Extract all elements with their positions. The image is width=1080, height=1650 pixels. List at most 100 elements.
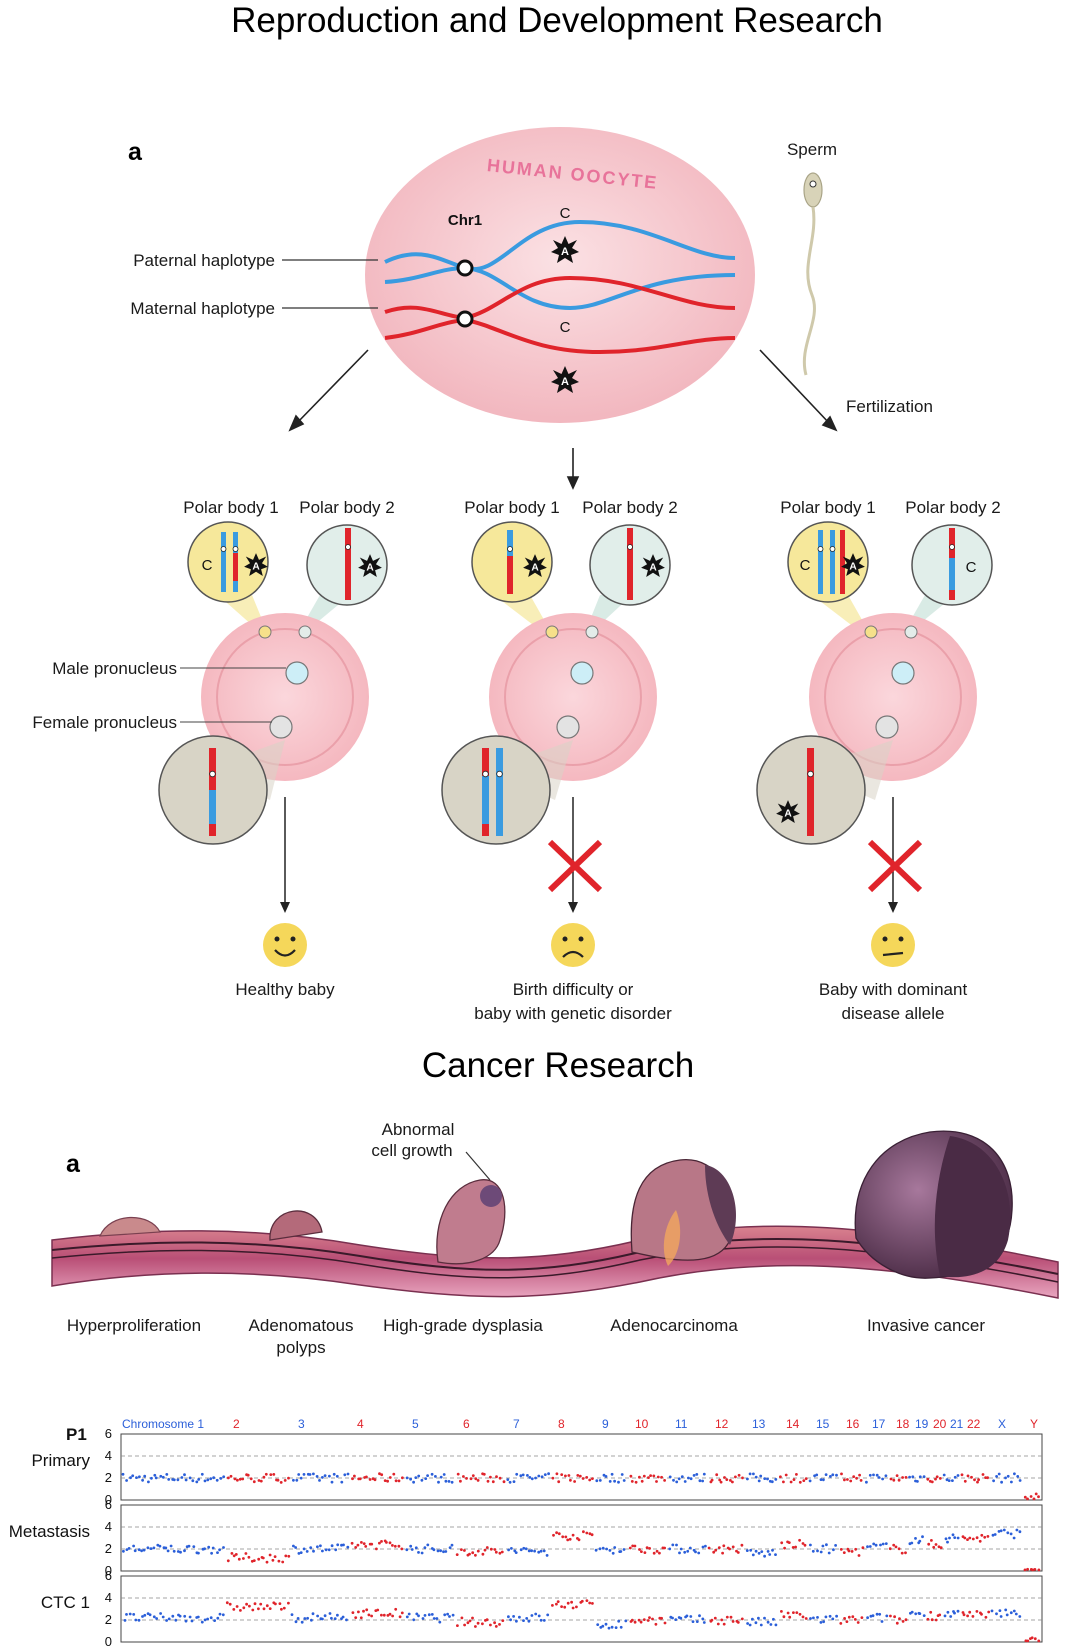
cnv-point — [792, 1611, 795, 1614]
cnv-point — [276, 1478, 280, 1482]
cnv-point — [566, 1601, 570, 1605]
arrow-down-head — [566, 476, 580, 490]
cnv-point — [591, 1602, 594, 1605]
cnv-point — [694, 1550, 697, 1554]
cnv-point — [875, 1612, 879, 1616]
cnv-point — [485, 1546, 489, 1549]
cnv-point — [595, 1479, 599, 1483]
sperm-label: Sperm — [787, 140, 837, 159]
cnv-point — [945, 1478, 949, 1482]
cnv-point — [1010, 1480, 1013, 1484]
cnv-point — [149, 1547, 153, 1550]
cnv-point — [788, 1615, 792, 1619]
cnv-point — [637, 1618, 641, 1622]
cnv-point — [1004, 1476, 1007, 1480]
cnv-point — [382, 1613, 386, 1617]
cnv-point — [153, 1473, 157, 1477]
cnv-point — [229, 1474, 233, 1478]
cnv-point — [498, 1551, 502, 1555]
cnv-point — [188, 1615, 192, 1619]
smiley-sad — [551, 923, 595, 967]
cnv-point — [524, 1547, 528, 1551]
cnv-point — [279, 1481, 283, 1484]
chromosome-label: 22 — [967, 1417, 981, 1431]
cnv-point — [591, 1477, 594, 1480]
cnv-point — [222, 1475, 226, 1479]
cnv-point — [792, 1478, 796, 1481]
cnv-point — [230, 1552, 234, 1555]
cnv-point — [845, 1620, 849, 1623]
cnv-point — [701, 1479, 704, 1483]
cnv-point — [365, 1475, 368, 1479]
cnv-point — [942, 1473, 946, 1477]
cnv-point — [318, 1479, 321, 1482]
cnv-point — [714, 1548, 718, 1552]
cnv-point — [561, 1535, 565, 1539]
cnv-point — [1002, 1528, 1006, 1532]
cnv-point — [1000, 1480, 1003, 1484]
cnv-point — [601, 1624, 605, 1628]
cnv-point — [613, 1479, 616, 1483]
cnv-point — [963, 1479, 967, 1483]
cnv-point — [939, 1546, 943, 1550]
cnv-point — [980, 1612, 983, 1616]
cnv-point — [391, 1544, 394, 1547]
cnv-point — [658, 1551, 661, 1555]
cnv-point — [306, 1616, 309, 1620]
scenario-healthy: Polar body 1 Polar body 2 C A A Male pro… — [32, 498, 394, 999]
cnv-point — [398, 1615, 402, 1619]
cnv-point — [728, 1547, 731, 1551]
cnv-point — [514, 1551, 518, 1554]
cnv-point — [655, 1480, 658, 1483]
cnv-point — [282, 1606, 286, 1610]
cnv-point — [297, 1552, 301, 1555]
cnv-point — [588, 1532, 592, 1536]
cnv-point — [287, 1476, 290, 1480]
cnv-point — [443, 1613, 447, 1617]
cnv-row-frame — [120, 1433, 1043, 1501]
cnv-point — [241, 1477, 245, 1481]
cnv-point — [976, 1480, 979, 1484]
cnv-point — [394, 1479, 398, 1483]
cnv-point — [391, 1614, 394, 1618]
cnv-point — [450, 1543, 454, 1547]
cnv-point — [294, 1546, 297, 1549]
cnv-point — [141, 1478, 145, 1482]
cnv-point — [138, 1475, 141, 1479]
cnv-point — [125, 1479, 128, 1482]
cnv-point — [167, 1478, 171, 1481]
cnv-point — [754, 1475, 758, 1479]
cnv-point — [543, 1473, 547, 1476]
cnv-point — [200, 1620, 204, 1624]
cnv-point — [246, 1473, 250, 1477]
cnv-point — [677, 1477, 681, 1481]
zygote-1 — [201, 613, 369, 781]
cnv-point — [598, 1547, 602, 1551]
cnv-point — [668, 1547, 672, 1551]
cnv-point — [926, 1477, 930, 1481]
cnv-point — [159, 1474, 163, 1478]
cnv-point — [839, 1548, 843, 1551]
cnv-point — [1037, 1568, 1041, 1572]
cnv-point — [774, 1623, 778, 1627]
cnv-point — [748, 1472, 752, 1476]
cnv-point — [131, 1474, 135, 1478]
cnv-point — [1016, 1475, 1020, 1478]
cnv-point — [759, 1474, 763, 1478]
cnv-point — [782, 1615, 786, 1619]
cnv-point — [622, 1479, 626, 1482]
cnv-point — [557, 1532, 561, 1536]
cnv-point — [998, 1609, 1002, 1612]
cnv-point — [364, 1545, 368, 1548]
cnv-point — [702, 1621, 706, 1624]
cnv-point — [968, 1536, 972, 1540]
cnv-point — [929, 1610, 933, 1614]
cnv-point — [723, 1476, 726, 1479]
cnv-point — [315, 1475, 319, 1478]
cnv-point — [611, 1551, 615, 1555]
chromosome-label: 12 — [715, 1417, 729, 1431]
cnv-point — [380, 1473, 384, 1477]
sperm: Sperm — [787, 140, 837, 376]
cnv-point — [642, 1618, 646, 1621]
